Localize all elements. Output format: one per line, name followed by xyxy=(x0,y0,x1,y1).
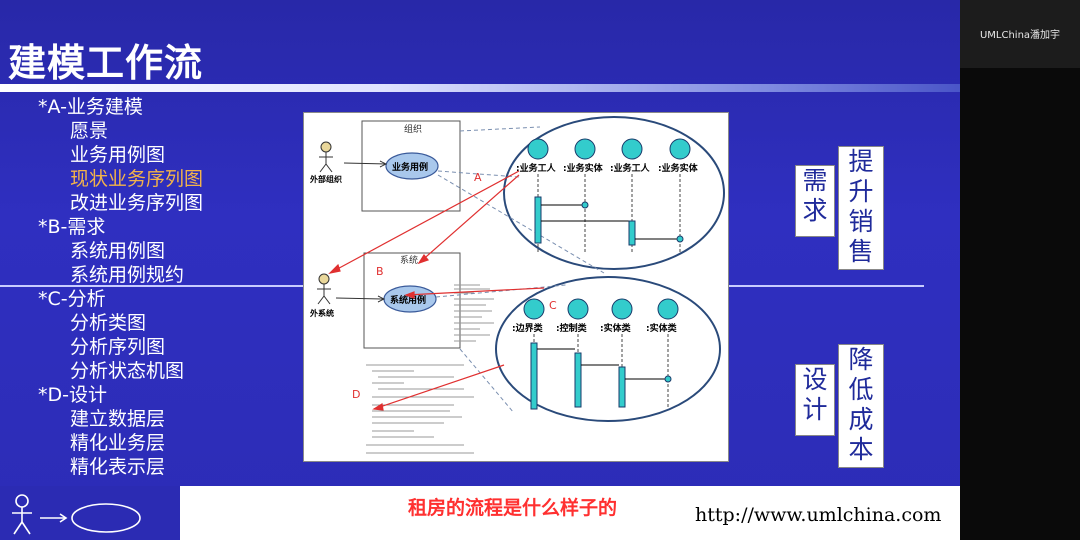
tag-char: 求 xyxy=(802,196,828,225)
actor-icon xyxy=(317,273,331,305)
outline-section: *C-分析 xyxy=(38,288,106,310)
workflow-diagram: 组织 业务用例 外部组织 :业务工人:业务 xyxy=(303,112,729,462)
tag-char: 本 xyxy=(848,435,874,464)
slide-footer xyxy=(0,486,960,540)
dashed-connector xyxy=(459,126,541,132)
slide-title: 建模工作流 xyxy=(8,41,204,85)
outline-item: 业务用例图 xyxy=(70,144,166,166)
analysis-sequence-ellipse xyxy=(495,276,721,422)
annotation-letter: D xyxy=(352,388,360,401)
outline-item: 建立数据层 xyxy=(70,408,166,430)
video-subtitle: 租房的流程是什么样子的 xyxy=(408,497,618,519)
outline-item: 精化表示层 xyxy=(70,456,166,478)
lifeline-label: :业务实体 xyxy=(658,162,699,174)
system-box-label: 系统 xyxy=(400,254,418,266)
business-usecase-label: 业务用例 xyxy=(392,161,428,173)
tag-increase-sales: 提 升 销 售 xyxy=(838,146,884,270)
outline-section: *D-设计 xyxy=(38,384,107,406)
activation-bar xyxy=(574,352,582,408)
outline-item: 现状业务序列图 xyxy=(70,168,204,190)
external-org-label: 外部组织 xyxy=(310,174,342,184)
presenter-tile: UMLChina潘加宇 xyxy=(960,0,1080,68)
actor-icon xyxy=(319,141,333,173)
tag-char: 提 xyxy=(848,147,874,176)
lifeline-head-icon xyxy=(621,138,643,160)
lifeline-label: :实体类 xyxy=(600,322,632,334)
association-line xyxy=(343,162,387,165)
annotation-letter: C xyxy=(549,299,557,312)
annotation-letter: A xyxy=(474,171,482,184)
lifeline-label: :业务实体 xyxy=(563,162,604,174)
org-box-label: 组织 xyxy=(404,123,422,135)
tag-char: 成 xyxy=(848,405,874,434)
lifeline-label: :业务工人 xyxy=(610,162,651,174)
tag-char: 设 xyxy=(802,365,828,394)
outline-item: 分析类图 xyxy=(70,312,147,334)
tag-char: 计 xyxy=(802,395,828,424)
business-sequence-ellipse xyxy=(503,116,725,270)
outline-item: 改进业务序列图 xyxy=(70,192,204,214)
lifeline-head-icon xyxy=(523,298,545,320)
lifeline-head-icon xyxy=(527,138,549,160)
lifeline-head-icon xyxy=(611,298,633,320)
outline-item: 精化业务层 xyxy=(70,432,166,454)
footer-band xyxy=(0,486,180,540)
system-usecase-label: 系统用例 xyxy=(390,294,426,306)
presenter-name: UMLChina潘加宇 xyxy=(979,30,1061,41)
lifeline-head-icon xyxy=(567,298,589,320)
tag-char: 售 xyxy=(848,237,874,266)
outline-item: 分析状态机图 xyxy=(70,360,185,382)
lifeline-label: :边界类 xyxy=(512,322,544,334)
external-system-label: 外系统 xyxy=(310,308,334,318)
dashed-connector xyxy=(435,284,567,298)
message-endpoint xyxy=(676,235,684,243)
lifeline-head-icon xyxy=(669,138,691,160)
outline-section: *A-业务建模 xyxy=(38,96,143,118)
actor-usecase-icon xyxy=(12,494,141,535)
footer-url: http://www.umlchina.com xyxy=(695,504,942,526)
presentation-slide: 建模工作流 *A-业务建模愿景业务用例图现状业务序列图改进业务序列图*B-需求系… xyxy=(0,0,960,540)
lifeline-label: :业务工人 xyxy=(516,162,557,174)
lifeline-label: :控制类 xyxy=(556,322,588,334)
annotation-arrows xyxy=(328,170,545,411)
tag-char: 降 xyxy=(848,345,874,374)
activation-bar xyxy=(530,342,538,410)
arrow-head xyxy=(377,295,386,303)
outline-section: *B-需求 xyxy=(38,216,106,238)
lifeline-head-icon xyxy=(657,298,679,320)
activation-bar xyxy=(618,366,626,408)
diagram-canvas: 组织 业务用例 外部组织 :业务工人:业务 xyxy=(310,116,725,454)
tag-requirement: 需 求 xyxy=(795,165,835,237)
workflow-outline: *A-业务建模愿景业务用例图现状业务序列图改进业务序列图*B-需求系统用例图系统… xyxy=(38,95,308,479)
tag-design: 设 计 xyxy=(795,364,835,436)
tag-char: 升 xyxy=(848,177,874,206)
outline-item: 系统用例图 xyxy=(70,240,166,262)
tag-char: 销 xyxy=(848,207,874,236)
activation-bar xyxy=(534,196,542,244)
code-listing xyxy=(366,284,494,454)
outline-item: 愿景 xyxy=(70,120,109,142)
lifeline-label: :实体类 xyxy=(646,322,678,334)
activation-bar xyxy=(628,220,636,246)
tag-reduce-cost: 降 低 成 本 xyxy=(838,344,884,468)
business-usecase-ellipse xyxy=(385,152,439,180)
outline-item: 分析序列图 xyxy=(70,336,166,358)
message-endpoint xyxy=(581,201,589,209)
tag-char: 需 xyxy=(802,166,828,195)
lifeline-head-icon xyxy=(574,138,596,160)
message-endpoint xyxy=(664,375,672,383)
annotation-letter: B xyxy=(376,265,384,278)
outline-item: 系统用例规约 xyxy=(70,264,185,286)
video-side-panel xyxy=(960,0,1080,540)
title-divider xyxy=(0,84,960,92)
tag-char: 低 xyxy=(848,375,874,404)
association-line xyxy=(335,297,385,300)
arrow-head xyxy=(379,160,388,168)
